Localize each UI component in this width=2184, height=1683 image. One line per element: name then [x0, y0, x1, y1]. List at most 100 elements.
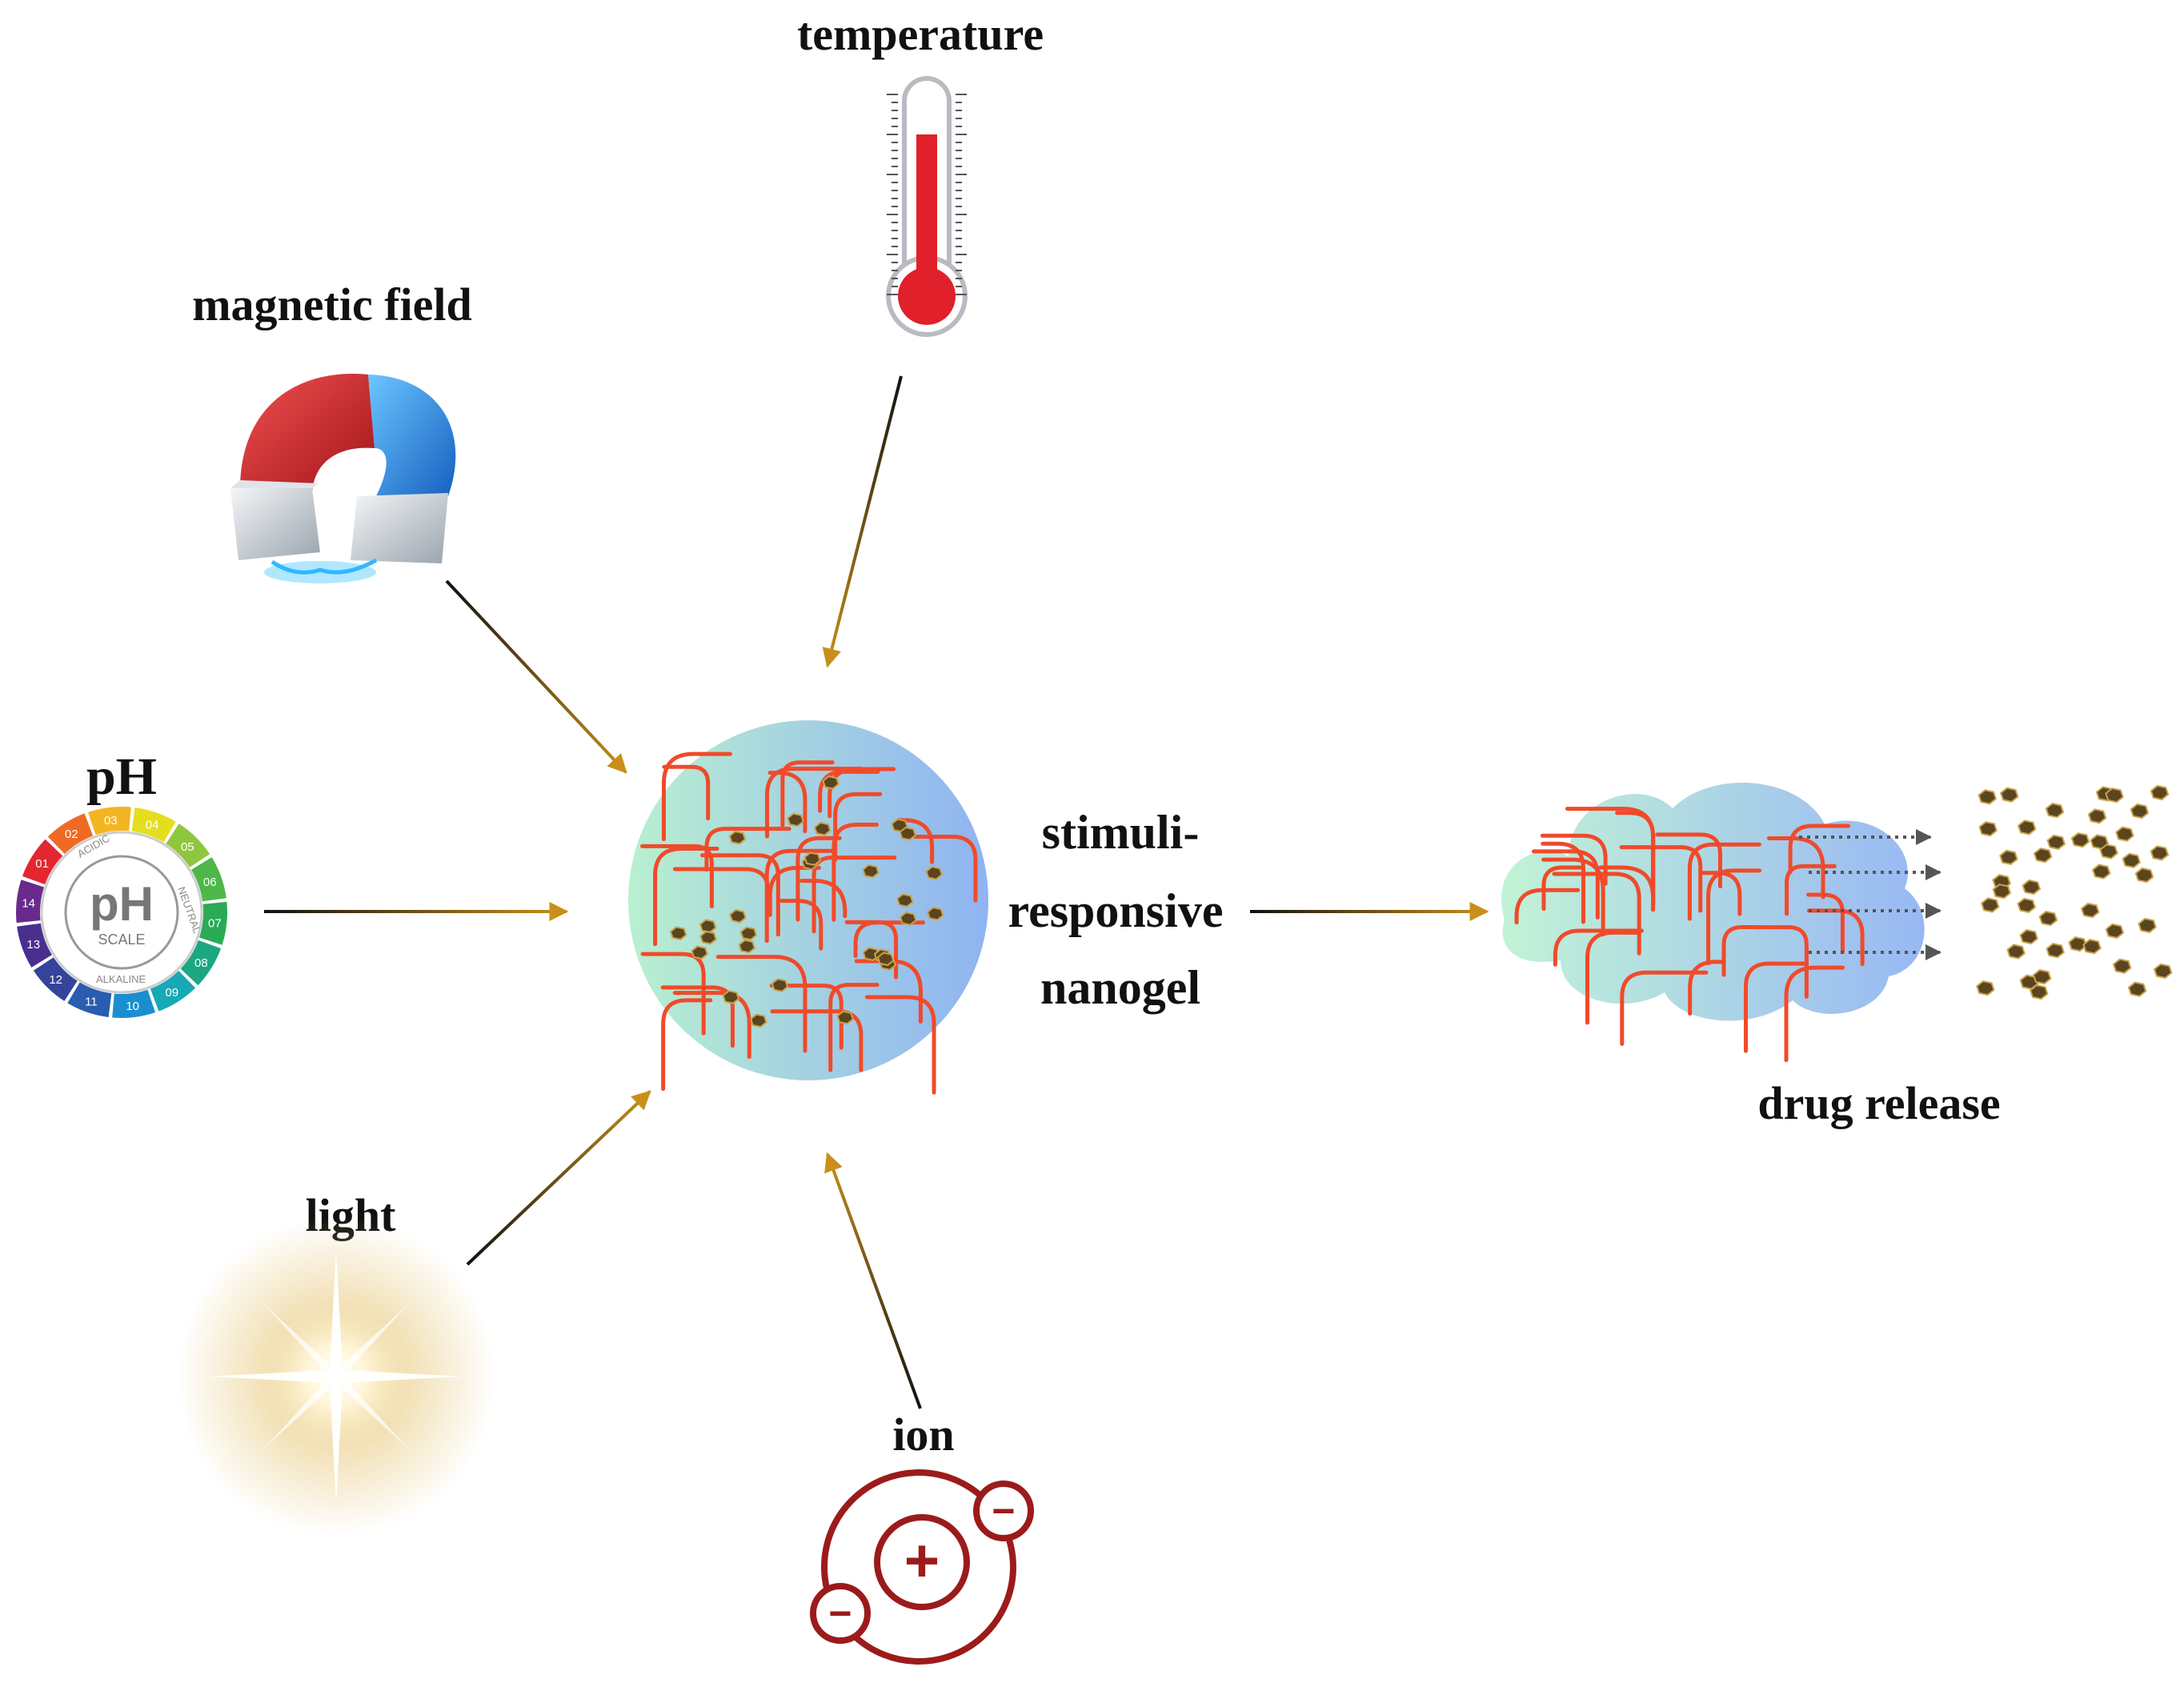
polymer-fiber	[1687, 842, 1761, 921]
polymer-fiber	[1553, 928, 1644, 967]
drug-particle	[925, 866, 944, 880]
drug-particle	[2068, 936, 2087, 952]
polymer-fiber	[828, 983, 880, 1072]
polymer-fiber	[699, 853, 780, 937]
ph-segment-label: 03	[104, 814, 118, 827]
drug-particle	[2029, 984, 2049, 1000]
polymer-fiber	[672, 991, 751, 1060]
polymer-fiber	[1565, 807, 1656, 907]
drug-particle	[2138, 917, 2157, 933]
drug-particle	[2032, 969, 2052, 985]
arrow-magnetic-to-nanogel	[445, 579, 627, 774]
polymer-fiber	[1743, 961, 1809, 1053]
polymer-fiber	[764, 848, 836, 944]
drug-particle	[2112, 958, 2132, 974]
drug-particle	[2087, 808, 2107, 824]
label-nanogel-line3: nanogel	[1040, 961, 1200, 1014]
polymer-fiber	[764, 767, 864, 839]
drug-particle	[669, 926, 687, 940]
drug-particle	[2153, 963, 2173, 979]
drug-particle	[2070, 832, 2090, 848]
ion-icon	[810, 1469, 1034, 1665]
polymer-fiber	[770, 1009, 864, 1072]
ph-segment-label: 05	[181, 840, 194, 854]
drug-particle	[1976, 980, 1995, 996]
ion-negative-sign-bottom: −	[828, 1591, 852, 1636]
thermometer-icon	[886, 76, 968, 337]
arrow-light-to-nanogel	[466, 1090, 651, 1266]
drug-particle	[699, 930, 717, 945]
drug-particle	[1980, 897, 2000, 913]
drug-particle	[1978, 821, 1998, 837]
polymer-fiber	[1688, 960, 1725, 1016]
drug-particle	[2046, 943, 2065, 959]
drug-particle	[2038, 911, 2058, 927]
ph-scale-center-text: pH	[90, 877, 154, 931]
ph-segment	[87, 807, 131, 835]
ph-segment	[166, 823, 210, 868]
ph-segment	[199, 901, 227, 945]
drug-particle	[926, 906, 944, 921]
ph-segment-label: 09	[165, 986, 178, 1000]
ph-segment	[33, 957, 78, 1001]
drug-particle	[2017, 819, 2037, 835]
ph-segment-label: 08	[194, 956, 208, 970]
ph-segment-label: 02	[65, 827, 78, 841]
drug-particle	[2105, 923, 2125, 939]
ph-segment-label: 14	[22, 896, 35, 910]
drug-particle	[2045, 803, 2065, 819]
nanogel-particle	[628, 720, 988, 1095]
drug-particle	[699, 919, 717, 933]
drug-particle	[2130, 803, 2150, 819]
drug-particle	[771, 978, 789, 992]
drug-particle	[2150, 784, 2170, 801]
ph-scale-center-subtext: SCALE	[98, 932, 145, 948]
drug-particle	[896, 893, 914, 908]
drug-particle	[691, 945, 708, 960]
drug-particle	[728, 830, 747, 845]
magnet-icon	[230, 374, 456, 583]
release-dotted-arrows	[1799, 829, 1942, 960]
drug-particle	[899, 912, 917, 926]
ph-segment	[131, 807, 176, 843]
drug-particle	[899, 826, 917, 841]
drug-particle	[2022, 879, 2042, 896]
drug-particle	[2019, 929, 2038, 945]
polymer-fiber	[1532, 849, 1600, 920]
polymer-fiber	[1620, 970, 1709, 1046]
label-temperature: temperature	[797, 8, 1044, 60]
polymer-fiber	[780, 760, 835, 828]
drug-particle	[722, 990, 740, 1004]
ph-segment	[22, 839, 63, 885]
label-ion: ion	[892, 1409, 954, 1461]
arrow-temperature-to-nanogel	[822, 375, 903, 668]
drug-particle	[2127, 981, 2147, 997]
drug-particle	[729, 908, 747, 924]
drug-particle	[2122, 852, 2142, 868]
label-nanogel-line2: responsive	[1008, 884, 1224, 937]
label-nanogel-line1: stimuli-	[1042, 806, 1200, 859]
polymer-fiber	[662, 764, 711, 821]
released-drug-particles	[1976, 784, 2173, 1000]
polymer-fiber	[1655, 832, 1722, 889]
swollen-nanogel-cloud	[1501, 782, 1925, 1063]
polymer-fiber	[1540, 833, 1608, 886]
ph-ring-word-alkaline: ALKALINE	[96, 973, 146, 985]
polymer-fiber	[1706, 868, 1761, 966]
ph-segment-label: 04	[146, 818, 159, 831]
drug-particle	[1978, 789, 1998, 805]
drug-particle	[2033, 848, 2053, 864]
ph-segment-label: 12	[49, 973, 62, 987]
arrow-ion-to-nanogel	[824, 1152, 922, 1409]
ph-segment	[67, 982, 112, 1017]
drug-particle	[2082, 939, 2102, 955]
polymer-fiber	[833, 791, 883, 863]
label-magnetic-field: magnetic field	[192, 278, 472, 331]
drug-particle	[739, 926, 758, 941]
ph-segment-label: 11	[85, 996, 98, 1009]
polymer-fiber	[913, 834, 978, 903]
ph-segment	[191, 857, 226, 902]
drug-particle	[2006, 944, 2026, 960]
drug-particle	[862, 864, 880, 879]
